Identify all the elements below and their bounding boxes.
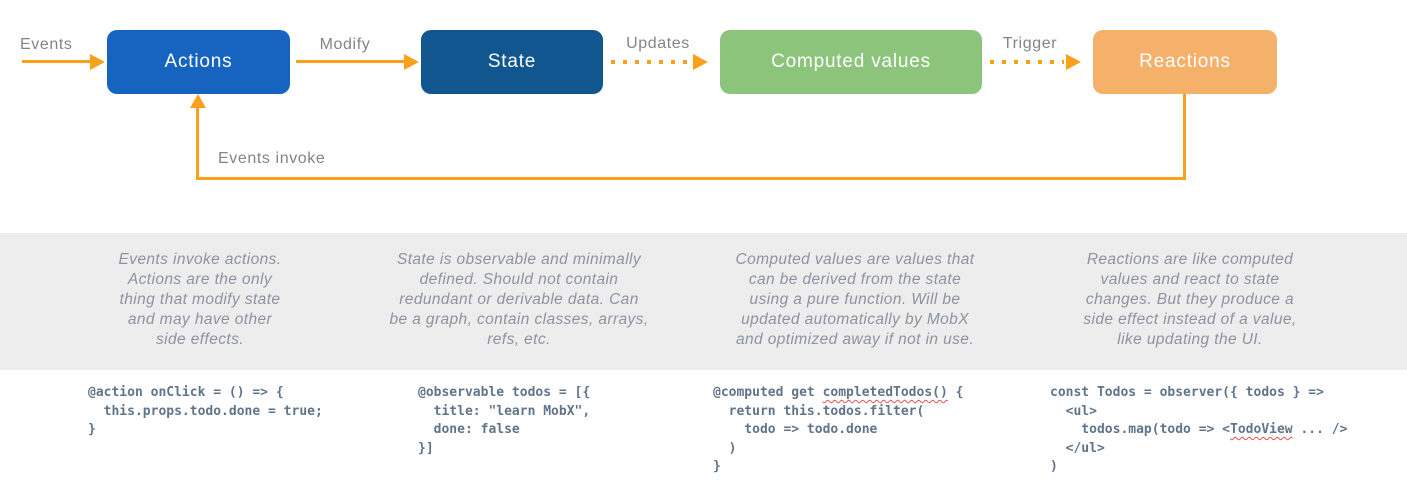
trigger-dotted-line [990,60,1064,64]
code-line: }] [418,440,434,456]
desc-line: side effects. [156,331,244,348]
desc-line: and may have other [127,311,273,328]
code-snippet-computed: @computed get completedTodos() { return … [713,384,963,477]
description-band: Events invoke actions. Actions are the on… [0,233,1407,370]
desc-line: values and react to state [1100,271,1280,288]
code-line: ) [1050,459,1058,474]
desc-line: like updating the UI. [1117,331,1263,348]
events-arrow-line [22,60,90,63]
code-line: </ul> [1050,440,1105,456]
desc-line: defined. Should not contain [419,271,619,288]
code-snippet-observer: const Todos = observer({ todos } => <ul>… [1050,384,1347,477]
desc-line: Reactions are like computed [1086,251,1294,268]
feedback-arrowhead-icon [190,94,206,108]
desc-line: side effect instead of a value, [1083,311,1297,328]
feedback-line-right [1183,94,1186,180]
spellcheck-squiggle: TodoView [1230,422,1293,437]
desc-line: using a pure function. Will be [749,291,961,308]
flow-diagram: Events Actions Modify State Updates Comp… [0,0,1407,233]
code-line: title: "learn MobX", [418,403,591,419]
description-state: State is observable and minimally defined… [349,250,689,350]
desc-line: State is observable and minimally [396,251,642,268]
desc-line: refs, etc. [487,331,551,348]
code-line: ) [713,440,737,456]
code-line: } [88,422,96,437]
code-snippet-action: @action onClick = () => { this.props.tod… [88,384,323,440]
updates-arrowhead-icon [693,54,708,70]
feedback-label: Events invoke [218,150,326,167]
updates-dotted-line [611,60,691,64]
updates-edge-label: Updates [626,35,690,52]
modify-edge-label: Modify [319,36,371,53]
desc-line: Actions are the only [127,271,273,288]
desc-line: be a graph, contain classes, arrays, [389,311,649,328]
desc-line: redundant or derivable data. Can [399,291,639,308]
description-actions: Events invoke actions. Actions are the on… [30,250,370,350]
node-actions-label: Actions [164,51,233,72]
desc-line: and optimized away if not in use. [735,331,975,348]
code-line: todo => todo.done [713,422,878,437]
code-snippet-observable: @observable todos = [{ title: "learn Mob… [418,384,590,458]
node-computed-values: Computed values [720,30,982,94]
feedback-line-left [196,106,199,180]
code-line: <ul> [1050,403,1097,419]
code-line: @action onClick = () => { [88,385,284,400]
events-arrowhead-icon [90,54,105,70]
node-reactions: Reactions [1093,30,1277,94]
desc-line: updated automatically by MobX [741,311,969,328]
modify-arrowhead-icon [404,54,419,70]
code-line: done: false [418,422,520,437]
node-actions: Actions [107,30,290,94]
code-line: @computed get completedTodos() { [713,385,964,400]
code-line: this.props.todo.done = true; [88,403,323,419]
node-state-label: State [487,51,537,72]
description-computed-values: Computed values are values that can be de… [685,250,1025,350]
desc-line: can be derived from the state [748,271,962,288]
node-computed-values-label: Computed values [771,51,931,72]
code-line: const Todos = observer({ todos } => [1050,385,1324,400]
code-line: @observable todos = [{ [418,385,591,400]
events-label: Events [20,36,73,53]
code-line: } [713,459,721,474]
code-line: return this.todos.filter( [713,403,925,419]
trigger-edge-label: Trigger [1002,35,1058,52]
node-state: State [421,30,603,94]
modify-arrow-line [296,60,404,63]
trigger-arrowhead-icon [1066,54,1081,70]
desc-line: Events invoke actions. [118,251,282,268]
node-reactions-label: Reactions [1139,51,1231,72]
feedback-line-bottom [196,177,1186,180]
desc-line: Computed values are values that [735,251,975,268]
desc-line: thing that modify state [119,291,281,308]
desc-line: changes. But they produce a [1085,291,1295,308]
description-reactions: Reactions are like computed values and re… [1020,250,1360,350]
code-line: todos.map(todo => <TodoView ... /> [1050,422,1348,437]
spellcheck-squiggle: completedTodos() [822,385,948,400]
